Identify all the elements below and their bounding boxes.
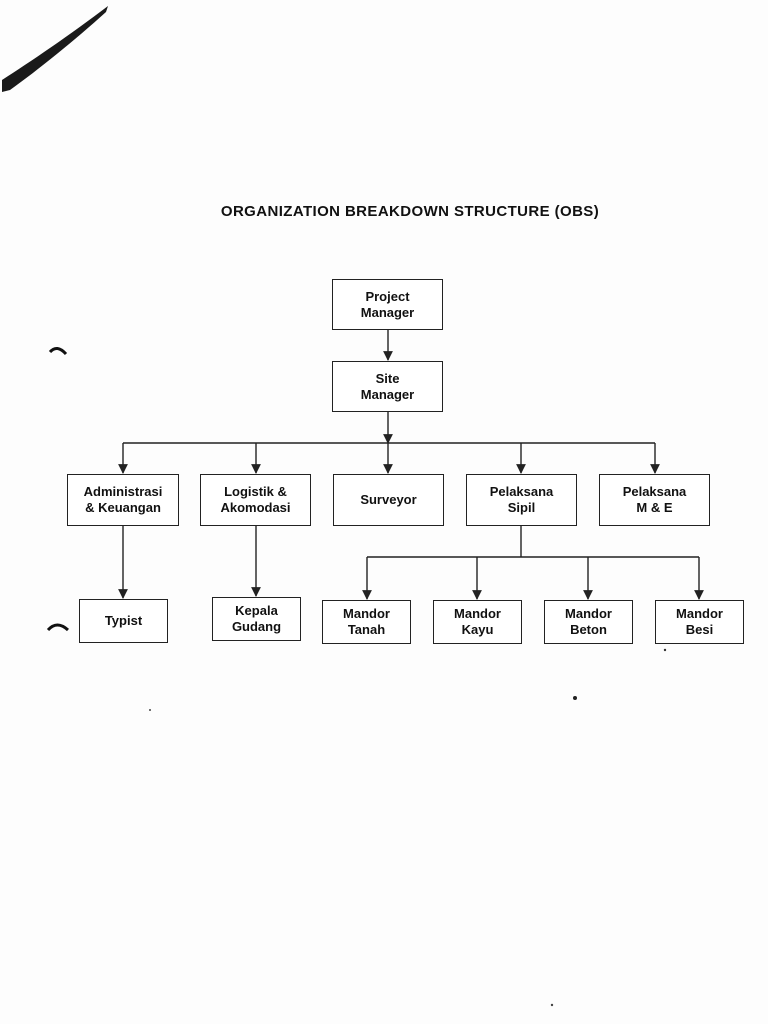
smudge-mark [46,623,70,632]
dust-speck [663,648,667,652]
node-pelaksana-me: Pelaksana M & E [599,474,710,526]
node-mandor-kayu: Mandor Kayu [433,600,522,644]
node-surveyor: Surveyor [333,474,444,526]
smudge-mark [48,347,68,356]
node-mandor-tanah: Mandor Tanah [322,600,411,644]
pen-stroke-mark [2,6,108,92]
dust-speck [550,1003,554,1007]
dust-speck [149,709,151,711]
diagram-title: ORGANIZATION BREAKDOWN STRUCTURE (OBS) [220,203,600,220]
node-site-manager: Site Manager [332,361,443,412]
node-project-manager: Project Manager [332,279,443,330]
node-typist: Typist [79,599,168,643]
node-logistik-akomodasi: Logistik & Akomodasi [200,474,311,526]
node-administrasi-keuangan: Administrasi & Keuangan [67,474,179,526]
node-mandor-besi: Mandor Besi [655,600,744,644]
node-mandor-beton: Mandor Beton [544,600,633,644]
dust-speck [573,696,577,700]
node-pelaksana-sipil: Pelaksana Sipil [466,474,577,526]
node-kepala-gudang: Kepala Gudang [212,597,301,641]
